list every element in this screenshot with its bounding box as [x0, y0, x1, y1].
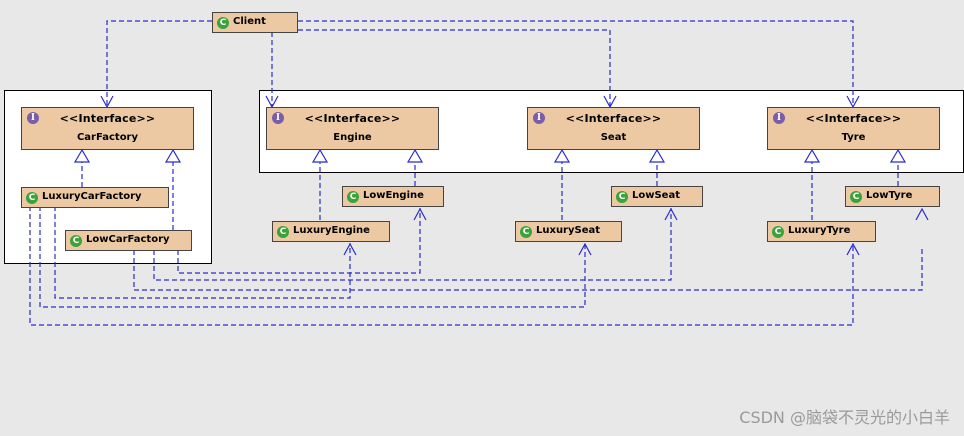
class-icon: C [217, 17, 229, 29]
class-icon: C [520, 226, 532, 238]
class-name: LuxuryTyre [788, 225, 851, 236]
class-name: LuxuryEngine [293, 225, 370, 236]
interface-seat[interactable]: I <<Interface>> Seat [527, 107, 700, 150]
class-name: LowSeat [632, 190, 680, 201]
class-lowseat[interactable]: C LowSeat [611, 186, 703, 207]
class-name: LuxurySeat [536, 225, 601, 236]
class-icon: C [850, 191, 862, 203]
class-icon: C [277, 226, 289, 238]
interface-icon: I [27, 112, 39, 124]
watermark: CSDN @脑袋不灵光的小白羊 [739, 408, 950, 427]
interface-name: Engine [333, 132, 372, 143]
class-lowcarfactory[interactable]: C LowCarFactory [65, 230, 192, 251]
interface-icon: I [533, 112, 545, 124]
class-name: LowEngine [363, 190, 424, 201]
interface-icon: I [773, 112, 785, 124]
class-luxurycarfactory[interactable]: C LuxuryCarFactory [21, 187, 169, 208]
interface-engine[interactable]: I <<Interface>> Engine [266, 107, 439, 150]
interface-stereotype: <<Interface>> [304, 112, 401, 125]
interface-stereotype: <<Interface>> [59, 112, 156, 125]
class-icon: C [70, 235, 82, 247]
class-lowtyre[interactable]: C LowTyre [845, 186, 940, 207]
interface-name: Tyre [841, 132, 866, 143]
class-icon: C [616, 191, 628, 203]
interface-carfactory[interactable]: I <<Interface>> CarFactory [21, 107, 194, 150]
interface-stereotype: <<Interface>> [805, 112, 902, 125]
class-luxuryseat[interactable]: C LuxurySeat [515, 221, 622, 242]
client-class[interactable]: C Client [212, 12, 298, 33]
class-luxuryengine[interactable]: C LuxuryEngine [272, 221, 390, 242]
class-luxurytyre[interactable]: C LuxuryTyre [767, 221, 876, 242]
class-icon: C [772, 226, 784, 238]
interface-name: CarFactory [76, 132, 139, 143]
interface-name: Seat [600, 132, 627, 143]
client-label: Client [233, 16, 266, 27]
class-name: LowTyre [866, 190, 913, 201]
class-lowengine[interactable]: C LowEngine [342, 186, 444, 207]
interface-icon: I [272, 112, 284, 124]
class-icon: C [347, 191, 359, 203]
interface-tyre[interactable]: I <<Interface>> Tyre [767, 107, 940, 150]
class-icon: C [26, 192, 38, 204]
class-name: LuxuryCarFactory [42, 191, 142, 202]
interface-stereotype: <<Interface>> [565, 112, 662, 125]
class-name: LowCarFactory [86, 234, 170, 245]
